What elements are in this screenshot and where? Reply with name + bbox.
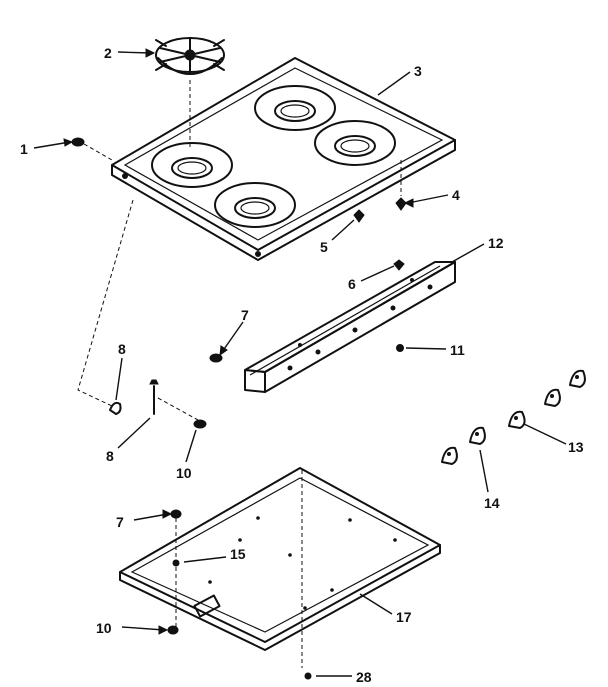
fastener-part-28 xyxy=(304,672,312,680)
pin-alignment-line xyxy=(157,397,199,421)
callout-3: 3 xyxy=(414,63,422,79)
callout-8-lower: 8 xyxy=(106,448,114,464)
fastener-part-4 xyxy=(395,197,407,211)
control-knobs-part-13 xyxy=(508,369,586,429)
fastener-part-7-lower xyxy=(170,509,182,519)
burner-rear-right xyxy=(314,120,396,166)
callout-4: 4 xyxy=(452,187,460,203)
callout-12: 12 xyxy=(488,235,504,251)
bottom-pan-part xyxy=(119,467,441,651)
callout-11: 11 xyxy=(450,342,465,358)
callout-10-upper: 10 xyxy=(176,465,192,481)
screw-part-1 xyxy=(71,137,85,147)
manifold-panel-part xyxy=(244,261,456,393)
callout-17: 17 xyxy=(396,609,412,625)
burner-grate-part xyxy=(155,37,225,75)
leader-lines xyxy=(33,48,567,677)
callout-6: 6 xyxy=(348,276,356,292)
pin-part-9 xyxy=(149,379,159,415)
callout-13: 13 xyxy=(568,439,584,455)
fastener-part-6 xyxy=(393,259,405,271)
screw-1-alignment-line xyxy=(83,143,113,161)
callout-10-lower: 10 xyxy=(96,620,112,636)
control-knobs-part-14 xyxy=(441,426,486,465)
callout-15: 15 xyxy=(230,546,246,562)
burner-front-right xyxy=(214,182,296,228)
callout-8-upper: 8 xyxy=(118,341,126,357)
callout-2: 2 xyxy=(104,45,112,61)
callout-28: 28 xyxy=(356,669,372,685)
callout-7-lower: 7 xyxy=(116,514,124,530)
screw-part-10-upper xyxy=(193,419,207,429)
screw-part-10-lower xyxy=(167,625,179,635)
fastener-part-15 xyxy=(172,559,180,567)
clip-part-8-upper xyxy=(109,401,122,415)
callout-5: 5 xyxy=(320,239,328,255)
burner-rear-left xyxy=(254,85,336,131)
callout-1: 1 xyxy=(20,141,28,157)
cooktop-to-bracket-alignment-line xyxy=(77,199,134,407)
callout-7-upper: 7 xyxy=(241,307,249,323)
callout-14: 14 xyxy=(484,495,500,511)
cooktop-part xyxy=(111,57,456,261)
fastener-part-5 xyxy=(353,209,365,223)
callout-labels: 1 2 3 4 5 6 7 8 8 10 11 12 13 14 7 15 17… xyxy=(20,45,584,685)
fastener-part-7-upper xyxy=(209,353,223,363)
burner-front-left xyxy=(151,142,233,188)
fastener-part-11 xyxy=(396,344,404,352)
